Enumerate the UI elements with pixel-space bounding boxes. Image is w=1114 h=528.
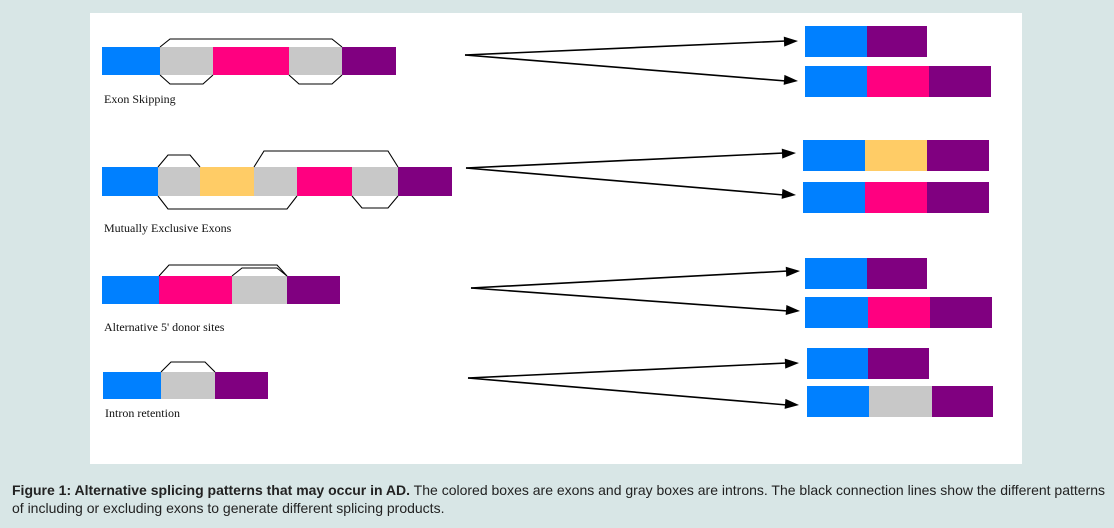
pattern-4-pre-mrna-intron-2 <box>161 372 215 399</box>
pattern-3-pre-mrna-exon-2 <box>159 276 232 304</box>
caption-text: The colored boxes are exons and gray box… <box>12 482 1106 516</box>
pattern-3-splice-line <box>231 267 288 277</box>
pattern-2-product-2-exon-1 <box>803 182 865 213</box>
pattern-3-product-1-exon-2 <box>867 258 927 289</box>
pattern-2-pre-mrna-intron-2 <box>158 167 200 196</box>
pattern-4-arrow-2-shaft <box>467 377 788 406</box>
pattern-2-arrow-2-head <box>781 188 796 199</box>
pattern-1-product-1-exon-2 <box>867 26 927 57</box>
pattern-2-pre-mrna-exon-5 <box>297 167 352 196</box>
pattern-1-pre-mrna-intron-4 <box>289 47 342 75</box>
pattern-2-product-2-exon-2 <box>865 182 927 213</box>
pattern-3-splice-line <box>158 264 288 277</box>
pattern-2-pre-mrna-intron-6 <box>352 167 398 196</box>
caption-title: Figure 1: Alternative splicing patterns … <box>12 482 411 498</box>
pattern-3-arrow-1-shaft <box>470 270 789 289</box>
pattern-4-pre-mrna-exon-1 <box>103 372 161 399</box>
pattern-1-product-2-exon-2 <box>867 66 929 97</box>
pattern-3-arrow-1-head <box>785 266 800 277</box>
pattern-3-pre-mrna-exon-1 <box>102 276 159 304</box>
pattern-1-arrow-1-shaft <box>464 40 787 56</box>
pattern-4-product-1-exon-1 <box>807 348 868 379</box>
pattern-3-pre-mrna-intron-3 <box>232 276 287 304</box>
pattern-4-product-2-exon-3 <box>932 386 993 417</box>
pattern-2-arrow-1-head <box>781 148 796 159</box>
pattern-1-product-2-exon-3 <box>929 66 991 97</box>
pattern-2-arrow-2-shaft <box>465 167 785 196</box>
pattern-3-arrow-2-head <box>785 305 800 316</box>
pattern-3-arrow-2-shaft <box>470 287 789 312</box>
pattern-1-arrow-2-shaft <box>464 54 787 82</box>
pattern-1-splice-line <box>288 74 343 85</box>
pattern-4-arrow-1-head <box>784 358 799 369</box>
pattern-4-product-2-exon-1 <box>807 386 869 417</box>
pattern-2-pre-mrna-exon-1 <box>102 167 158 196</box>
pattern-1-splice-line <box>159 38 343 48</box>
pattern-2-product-1-exon-2 <box>865 140 927 171</box>
pattern-1-pre-mrna-exon-5 <box>342 47 396 75</box>
pattern-1-pre-mrna-exon-3 <box>213 47 289 75</box>
pattern-3-product-2-exon-1 <box>805 297 868 328</box>
pattern-4-arrow-2-head <box>784 398 799 409</box>
pattern-2-splice-line <box>157 154 201 168</box>
figure-caption: Figure 1: Alternative splicing patterns … <box>12 481 1106 517</box>
pattern-3-product-2-exon-2 <box>868 297 930 328</box>
pattern-1-arrow-1-head <box>783 36 798 47</box>
pattern-4-splice-line <box>160 361 216 373</box>
pattern-1-product-2-exon-1 <box>805 66 867 97</box>
pattern-2-splice-line <box>253 150 399 168</box>
pattern-4-pre-mrna-exon-3 <box>215 372 268 399</box>
pattern-2-product-1-exon-1 <box>803 140 865 171</box>
pattern-2-pre-mrna-exon-3 <box>200 167 254 196</box>
pattern-2-splice-line <box>351 195 399 209</box>
pattern-1-arrow-2-head <box>783 74 798 85</box>
pattern-1-pre-mrna-intron-2 <box>160 47 213 75</box>
pattern-3-product-1-exon-1 <box>805 258 867 289</box>
pattern-2-label: Mutually Exclusive Exons <box>104 221 232 235</box>
pattern-2-splice-line <box>157 195 298 210</box>
pattern-2-product-1-exon-3 <box>927 140 989 171</box>
pattern-2-product-2-exon-3 <box>927 182 989 213</box>
pattern-1-splice-line <box>159 74 214 85</box>
pattern-3-label: Alternative 5' donor sites <box>104 320 225 334</box>
pattern-4-product-1-exon-2 <box>868 348 929 379</box>
pattern-3-pre-mrna-exon-4 <box>287 276 340 304</box>
pattern-2-pre-mrna-intron-4 <box>254 167 297 196</box>
pattern-4-label: Intron retention <box>105 406 180 420</box>
pattern-2-arrow-1-shaft <box>465 152 785 169</box>
pattern-4-product-2-intron-2 <box>869 386 932 417</box>
pattern-3-product-2-exon-3 <box>930 297 992 328</box>
pattern-4-arrow-1-shaft <box>467 362 788 379</box>
pattern-1-pre-mrna-exon-1 <box>102 47 160 75</box>
pattern-1-product-1-exon-1 <box>805 26 867 57</box>
pattern-1-label: Exon Skipping <box>104 92 176 106</box>
pattern-2-pre-mrna-exon-7 <box>398 167 452 196</box>
